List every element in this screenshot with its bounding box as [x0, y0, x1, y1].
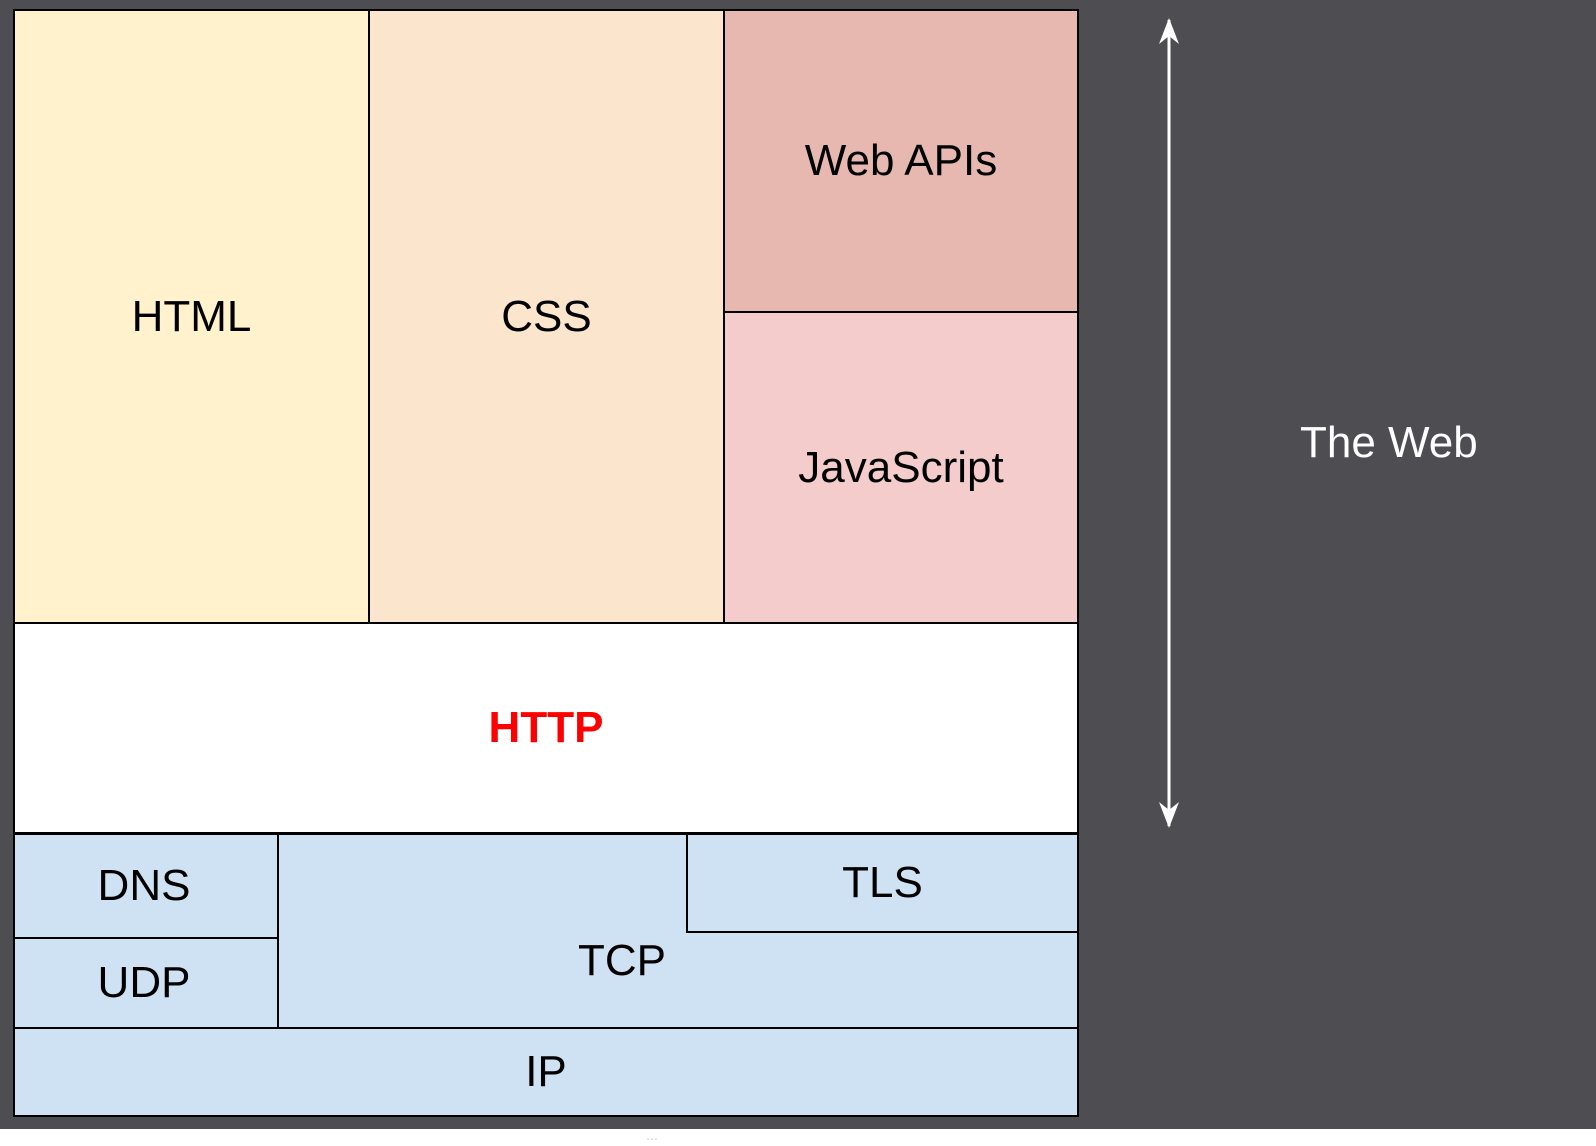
layer-javascript: JavaScript — [723, 311, 1079, 624]
layer-javascript-label: JavaScript — [798, 442, 1004, 492]
layer-ip-label: IP — [525, 1047, 567, 1096]
layer-dns-label: DNS — [97, 861, 191, 910]
layer-ip: IP — [13, 1027, 1079, 1117]
layer-tls: TLS — [686, 833, 1079, 933]
layer-http: HTTP — [13, 622, 1079, 834]
layer-tcp-label: TCP — [578, 936, 666, 985]
layer-http-label: HTTP — [488, 703, 604, 752]
the-web-label: The Web — [1300, 418, 1478, 467]
layer-dns: DNS — [13, 833, 279, 939]
resize-handle-icon[interactable]: ⋯ — [646, 1132, 659, 1146]
layer-udp-label: UDP — [97, 958, 191, 1007]
layer-web-apis-label: Web APIs — [804, 136, 998, 185]
protocol-stack: HTML CSS Web APIs JavaScript HTTP TCP TL… — [13, 9, 1079, 1117]
layer-html: HTML — [13, 9, 370, 624]
layer-html-label: HTML — [131, 291, 252, 341]
layer-css-label: CSS — [501, 291, 592, 341]
double-headed-arrow-icon — [1159, 18, 1179, 828]
layer-udp: UDP — [13, 937, 279, 1029]
layer-web-apis: Web APIs — [723, 9, 1079, 313]
layer-tls-label: TLS — [842, 858, 923, 907]
layer-css: CSS — [368, 9, 725, 624]
